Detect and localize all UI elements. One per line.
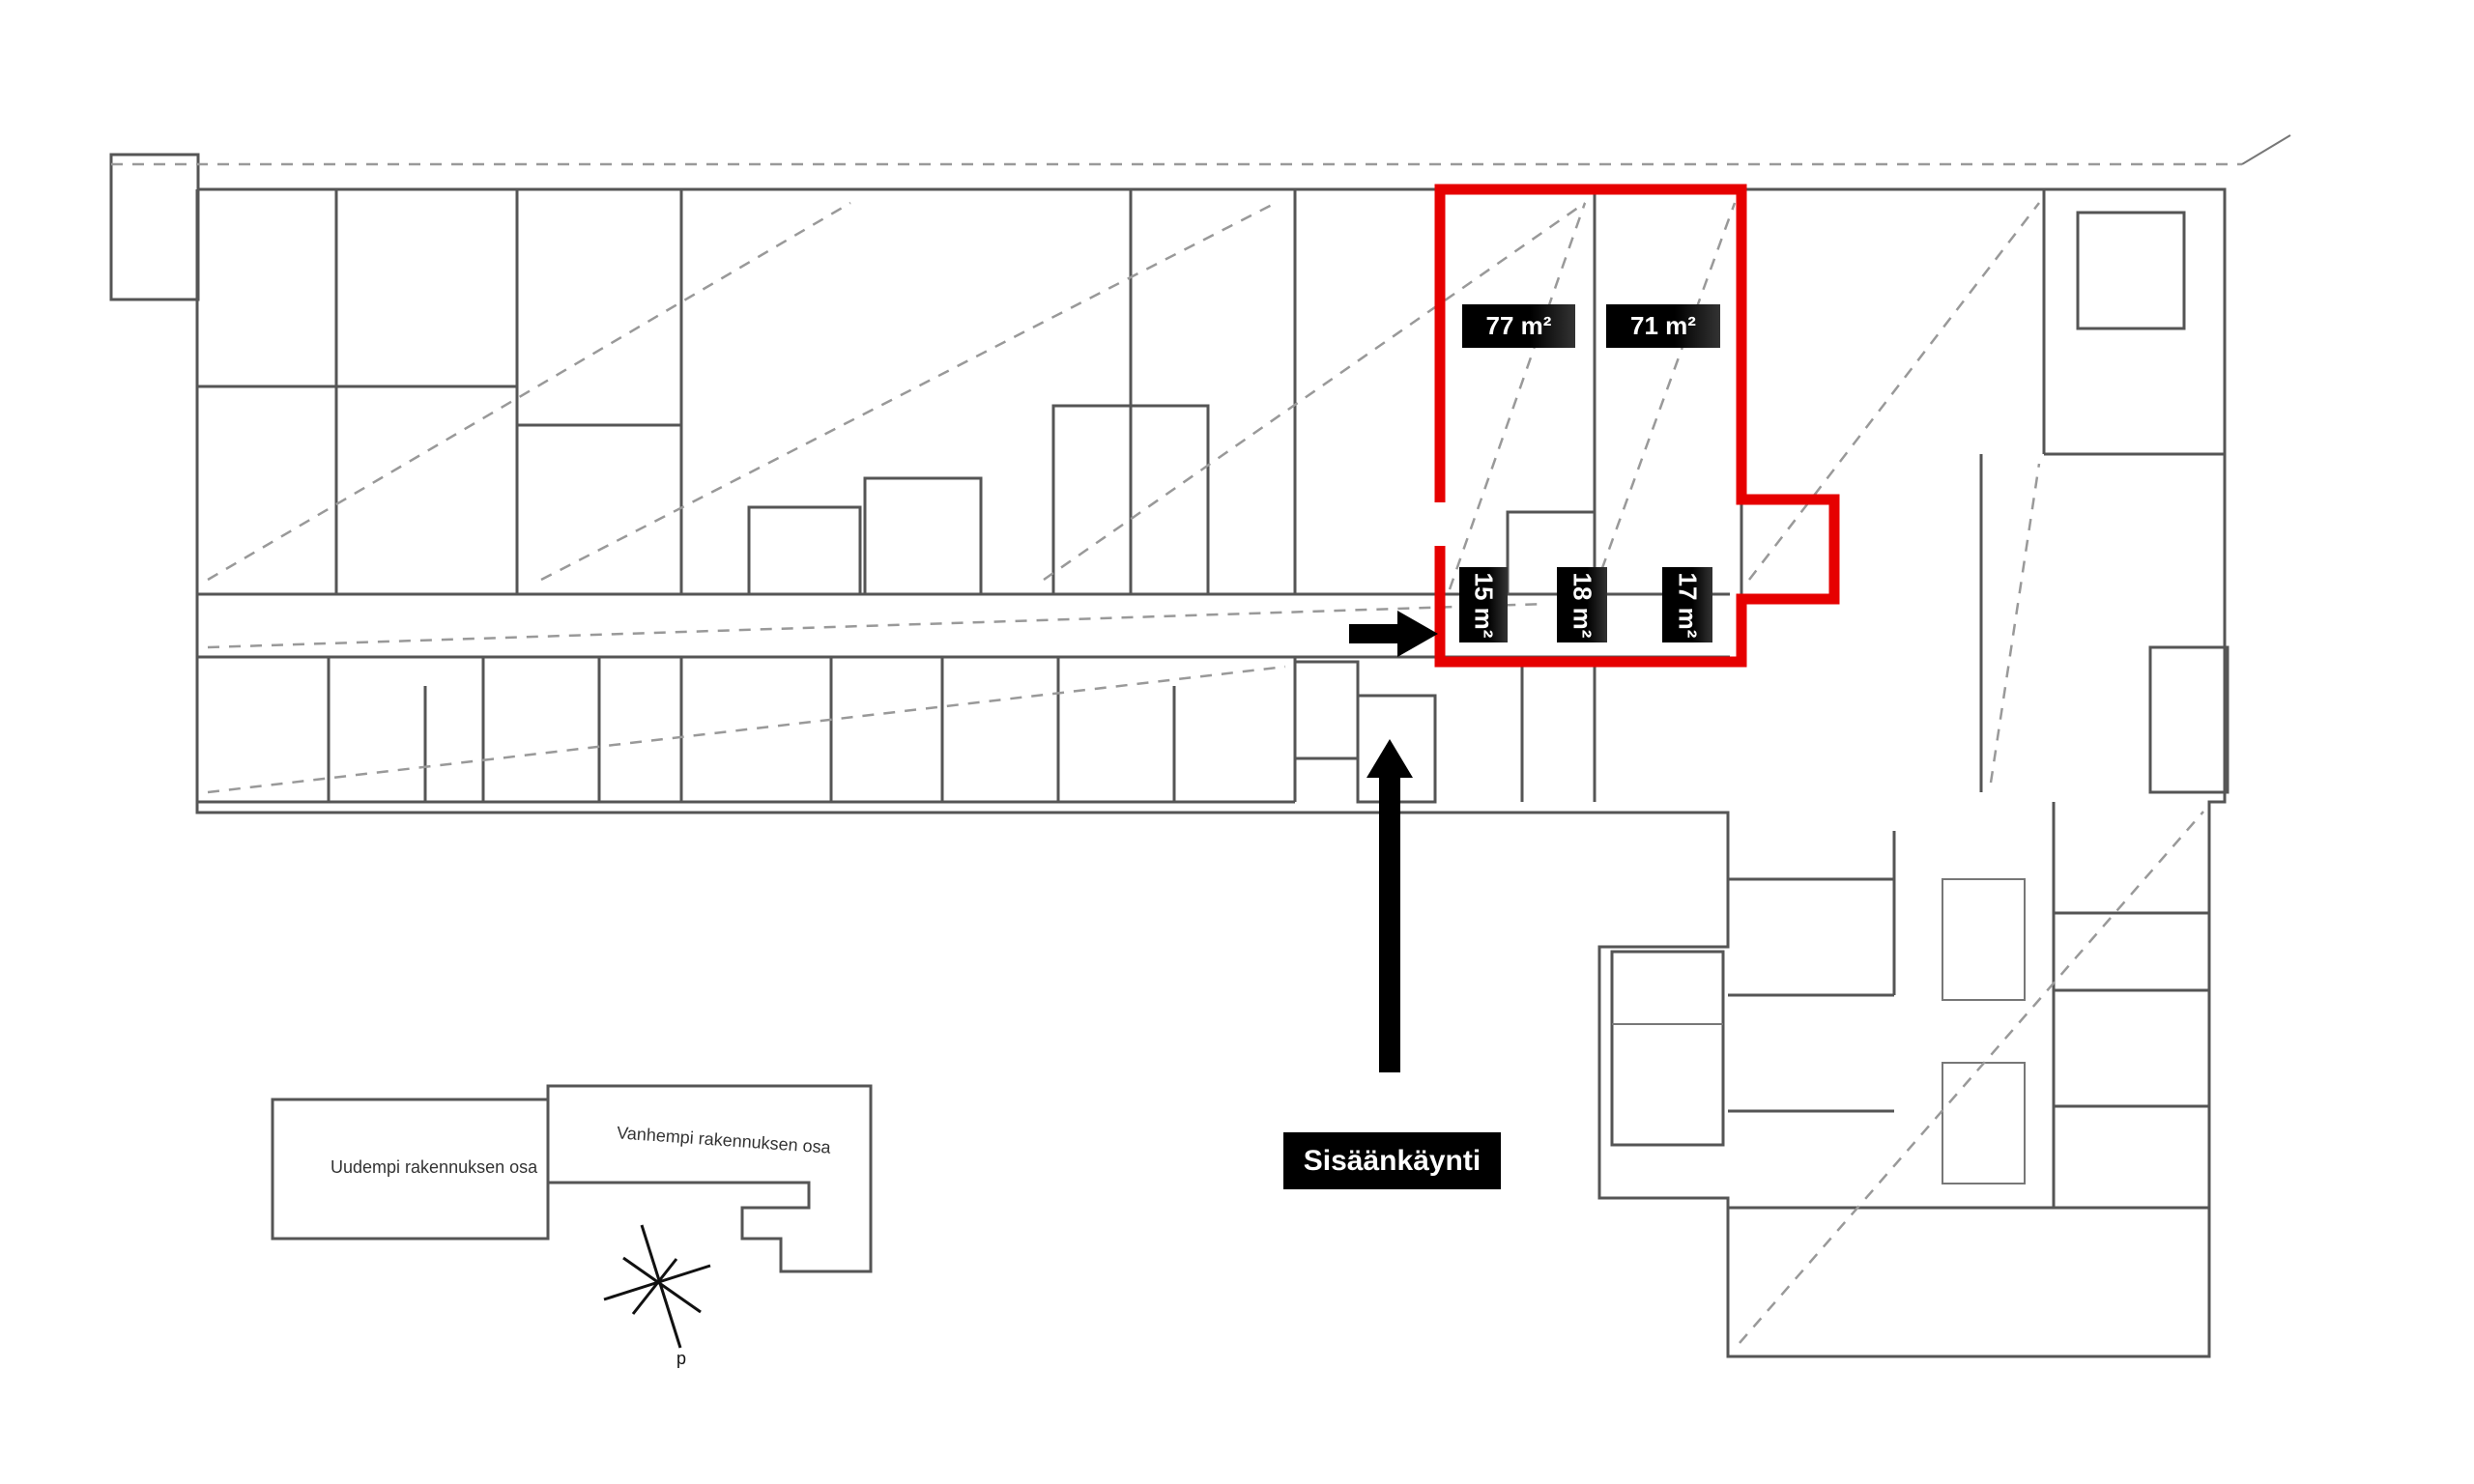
older-building-part	[546, 1084, 873, 1273]
building-walls	[109, 134, 2291, 1358]
rental-area-outline	[1434, 184, 1840, 668]
area-label-18: 18 m²	[1557, 567, 1607, 642]
site-plan: p	[271, 1084, 873, 1368]
arrow-right-icon	[1349, 611, 1438, 657]
area-value: 18 m²	[1568, 572, 1597, 638]
compass-icon: p	[603, 1224, 711, 1368]
area-value: 71 m²	[1630, 311, 1696, 340]
area-value: 15 m²	[1469, 572, 1499, 638]
area-label-17: 17 m²	[1662, 567, 1712, 642]
arrow-up-icon	[1366, 739, 1413, 1072]
entrance-label: Sisäänkäynti	[1283, 1132, 1501, 1189]
area-value: 17 m²	[1673, 572, 1703, 638]
area-label-71: 71 m²	[1606, 304, 1720, 348]
area-label-77: 77 m²	[1462, 304, 1575, 348]
newer-part-label: Uudempi rakennuksen osa	[331, 1157, 538, 1177]
svg-text:p: p	[676, 1349, 686, 1368]
area-label-15: 15 m²	[1459, 567, 1508, 642]
area-value: 77 m²	[1485, 311, 1552, 340]
